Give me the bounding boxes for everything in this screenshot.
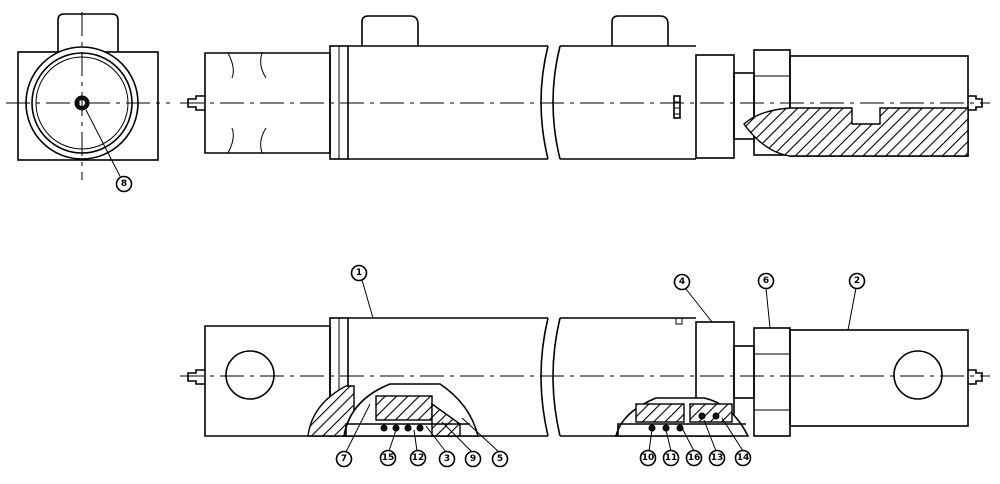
top-side-view xyxy=(180,15,990,160)
callout-12: 12 xyxy=(409,449,427,467)
callout-label: 14 xyxy=(737,453,750,463)
callout-label: 4 xyxy=(679,277,685,287)
callout-7: 7 xyxy=(335,450,353,468)
callout-6: 6 xyxy=(757,272,775,290)
callout-9: 9 xyxy=(464,450,482,468)
callout-label: 2 xyxy=(854,276,860,286)
callout-label: 16 xyxy=(688,453,701,463)
callout-8: 8 xyxy=(115,175,133,193)
callout-10: 10 xyxy=(639,449,657,467)
callout-label: 11 xyxy=(665,453,678,463)
end-view xyxy=(6,12,170,180)
callout-label: 6 xyxy=(763,276,769,286)
callout-5: 5 xyxy=(491,450,509,468)
callout-2: 2 xyxy=(848,272,866,290)
bottom-section-view xyxy=(180,317,990,437)
callout-label: 5 xyxy=(497,454,503,464)
callout-label: 15 xyxy=(382,453,395,463)
callout-label: 10 xyxy=(642,453,655,463)
callout-label: 7 xyxy=(341,454,347,464)
callout-15: 15 xyxy=(379,449,397,467)
callout-11: 11 xyxy=(662,449,680,467)
callout-13: 13 xyxy=(708,449,726,467)
callout-label: 3 xyxy=(444,454,450,464)
callout-label: 1 xyxy=(356,268,362,278)
leader-lines xyxy=(85,109,857,453)
callout-label: 13 xyxy=(711,453,724,463)
callout-14: 14 xyxy=(734,449,752,467)
callout-3: 3 xyxy=(438,450,456,468)
callout-16: 16 xyxy=(685,449,703,467)
callout-label: 9 xyxy=(470,454,476,464)
callout-1: 1 xyxy=(350,264,368,282)
callout-4: 4 xyxy=(673,273,691,291)
callout-label: 8 xyxy=(121,179,127,189)
callout-label: 12 xyxy=(412,453,425,463)
